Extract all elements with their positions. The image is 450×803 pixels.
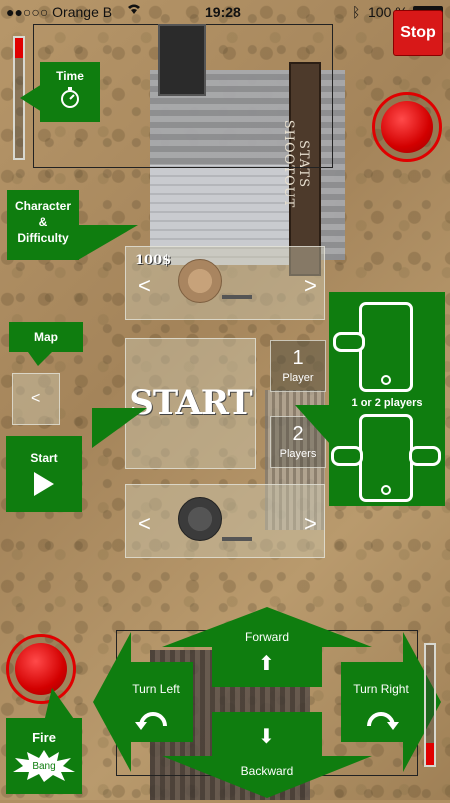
wifi-icon xyxy=(126,2,142,19)
start-tip-label: Start xyxy=(30,451,58,465)
play-icon xyxy=(34,472,54,496)
fire-button[interactable] xyxy=(15,643,67,695)
power-gauge xyxy=(424,643,436,767)
turn-right-button[interactable]: Turn Right xyxy=(341,632,441,772)
down-arrow-icon: ⬇ xyxy=(258,726,275,748)
character-tip-pointer xyxy=(78,225,138,260)
clock-label: 19:28 xyxy=(205,4,241,20)
turn-right-label: Turn Right xyxy=(353,682,409,696)
stop-button-label: Stop xyxy=(400,24,436,41)
one-player-number: 1 xyxy=(292,347,304,369)
phone-two-icon xyxy=(359,414,413,502)
start-button[interactable]: START xyxy=(125,338,256,469)
top-character-price: 100$ xyxy=(135,253,172,268)
aim-button[interactable] xyxy=(381,101,433,153)
map-selector[interactable]: < xyxy=(12,373,60,425)
character-tip-line1: Character xyxy=(14,199,72,213)
rotate-left-icon xyxy=(135,702,171,737)
map-selector-prev[interactable]: < xyxy=(31,390,41,407)
bottom-character-selector[interactable]: < > xyxy=(125,484,325,558)
forward-label: Forward xyxy=(244,630,289,644)
character-tip: Character & Difficulty xyxy=(7,190,79,260)
backward-button[interactable]: ⬇ Backward xyxy=(162,712,372,798)
one-player-label: Player xyxy=(282,372,314,384)
two-players-label: Players xyxy=(279,448,317,460)
time-frame-marker xyxy=(158,24,206,96)
bang-burst-icon: Bang xyxy=(11,750,77,782)
turn-right-shape xyxy=(341,632,441,772)
bluetooth-icon: ᛒ xyxy=(352,4,361,20)
character-tip-line2: & xyxy=(38,215,48,229)
backward-label: Backward xyxy=(240,764,294,778)
power-gauge-fill xyxy=(426,743,434,765)
hand-two-right-icon xyxy=(409,446,441,466)
turn-left-button[interactable]: Turn Left xyxy=(93,632,193,772)
bottom-character-prev[interactable]: < xyxy=(138,511,151,536)
cowboy-dark-hat-avatar xyxy=(178,497,222,541)
aim-button-ring[interactable] xyxy=(372,92,442,162)
map-tip-pointer xyxy=(28,352,52,366)
stopwatch-icon xyxy=(40,86,100,112)
up-arrow-icon: ⬆ xyxy=(258,653,275,675)
start-tip-pointer xyxy=(92,408,147,448)
one-player-button[interactable]: 1 Player xyxy=(270,340,326,392)
start-tip: Start xyxy=(6,436,82,512)
building-sign xyxy=(289,62,321,276)
cowboy-gun xyxy=(222,295,252,299)
cowboy-tan-hat-avatar xyxy=(178,259,222,303)
map-tip-label: Map xyxy=(34,330,58,344)
stop-button[interactable]: Stop xyxy=(393,10,443,56)
players-tip-pointer xyxy=(295,405,331,445)
top-character-selector[interactable]: 100$ < > xyxy=(125,246,325,320)
turn-left-shape xyxy=(93,632,193,772)
time-tip-pointer xyxy=(20,84,42,112)
top-character-next[interactable]: > xyxy=(304,273,317,298)
hand-left-icon xyxy=(333,332,365,352)
top-character-prev[interactable]: < xyxy=(138,273,151,298)
time-gauge-fill xyxy=(15,38,23,58)
forward-arrow-shape xyxy=(162,607,372,687)
bottom-character-next[interactable]: > xyxy=(304,511,317,536)
map-tip: Map xyxy=(9,322,83,352)
cowboy-gun-two xyxy=(222,537,252,541)
backward-arrow-shape xyxy=(162,712,372,798)
rotate-right-icon xyxy=(363,702,399,737)
start-button-label: START xyxy=(129,383,252,423)
forward-button[interactable]: Forward ⬆ xyxy=(162,607,372,687)
status-bar: ●●○○○ Orange B 19:28 ᛒ 100 % xyxy=(0,0,450,24)
hand-two-left-icon xyxy=(331,446,363,466)
players-tip-label: 1 or 2 players xyxy=(351,397,423,409)
time-tip-label: Time xyxy=(56,69,84,83)
bang-label: Bang xyxy=(32,761,56,772)
time-tip: Time xyxy=(40,62,100,122)
fire-tip-label: Fire xyxy=(32,730,56,745)
phone-one-icon xyxy=(359,302,413,392)
fire-tip: Fire Bang xyxy=(6,718,82,794)
fire-tip-pointer xyxy=(44,688,76,722)
character-tip-line3: Difficulty xyxy=(17,231,69,245)
turn-left-label: Turn Left xyxy=(132,682,180,696)
carrier-label: ●●○○○ Orange B xyxy=(6,4,113,20)
players-tip: 1 or 2 players xyxy=(329,292,445,506)
